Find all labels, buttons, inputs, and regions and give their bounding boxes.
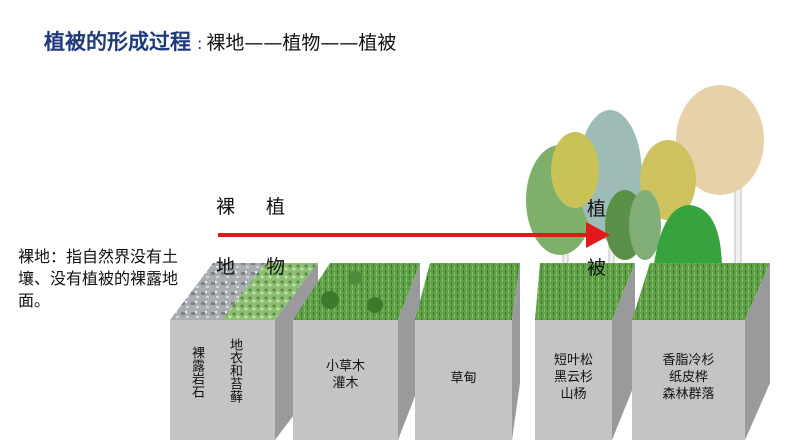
label-forest-1-line3: 山杨 <box>560 387 587 402</box>
block-bare-rock-front <box>170 320 275 440</box>
title-row: 植被的形成过程 : 裸地——植物——植被 <box>44 26 396 56</box>
label-forest-2-line1: 香脂冷杉 <box>662 353 715 368</box>
label-bare-rock: 裸露岩石 <box>189 346 204 398</box>
block-grass-shrub-side <box>398 263 420 440</box>
block-forest-2-front <box>632 320 745 440</box>
label-grass-shrub: 小草木 灌木 <box>293 358 398 392</box>
label-meadow: 草甸 <box>415 370 512 387</box>
succession-arrow-head <box>586 222 610 248</box>
block-moss-top <box>222 263 318 320</box>
tree-crown <box>629 190 661 260</box>
stage-bare-land-bottom: 地 <box>216 256 236 278</box>
stage-plants-bottom: 物 <box>266 256 286 278</box>
shrub-mark <box>321 291 339 309</box>
label-forest-1: 短叶松 黑云杉 山杨 <box>535 352 612 403</box>
block-forest-1-top <box>535 263 635 320</box>
stage-vegetation-top: 植 <box>587 198 607 220</box>
block-grass-shrub-front <box>293 320 398 440</box>
shrub-mark <box>348 271 362 285</box>
title-colon: : <box>197 34 203 53</box>
page-title: 植被的形成过程 <box>44 30 191 54</box>
bare-land-definition: 裸地：指自然界没有土壤、没有植被的裸露地面。 <box>18 247 179 310</box>
page-subtitle: 裸地——植物——植被 <box>206 32 397 54</box>
block-meadow <box>415 263 520 440</box>
label-forest-2-line3: 森林群落 <box>662 387 715 402</box>
label-forest-2: 香脂冷杉 纸皮桦 森林群落 <box>632 352 745 403</box>
block-meadow-top <box>415 263 520 320</box>
block-forest-1-side <box>612 263 635 440</box>
block-forest-2-top <box>632 263 770 320</box>
label-meadow-text: 草甸 <box>450 371 477 386</box>
shrub-mark <box>367 297 383 313</box>
label-grass-shrub-line1: 小草木 <box>325 359 365 374</box>
label-forest-2-line2: 纸皮桦 <box>668 370 708 385</box>
label-forest-1-line2: 黑云杉 <box>553 370 593 385</box>
tree-crown <box>551 132 599 208</box>
block-forest-2-side <box>745 263 770 440</box>
stage-plants-top: 植 <box>266 196 286 218</box>
tree-crown <box>676 85 764 195</box>
label-grass-shrub-line2: 灌木 <box>332 376 359 391</box>
stage-vegetation-bottom: 被 <box>587 257 607 279</box>
block-forest-1-front <box>535 320 612 440</box>
label-lichen-moss: 地衣和苔藓 <box>227 338 242 403</box>
stage-bare-land-top: 裸 <box>216 196 236 218</box>
block-grass-shrub <box>293 263 420 440</box>
label-forest-1-line1: 短叶松 <box>553 353 593 368</box>
block-meadow-side <box>512 263 520 440</box>
block-forest-2 <box>629 85 770 440</box>
block-meadow-front <box>415 320 512 440</box>
